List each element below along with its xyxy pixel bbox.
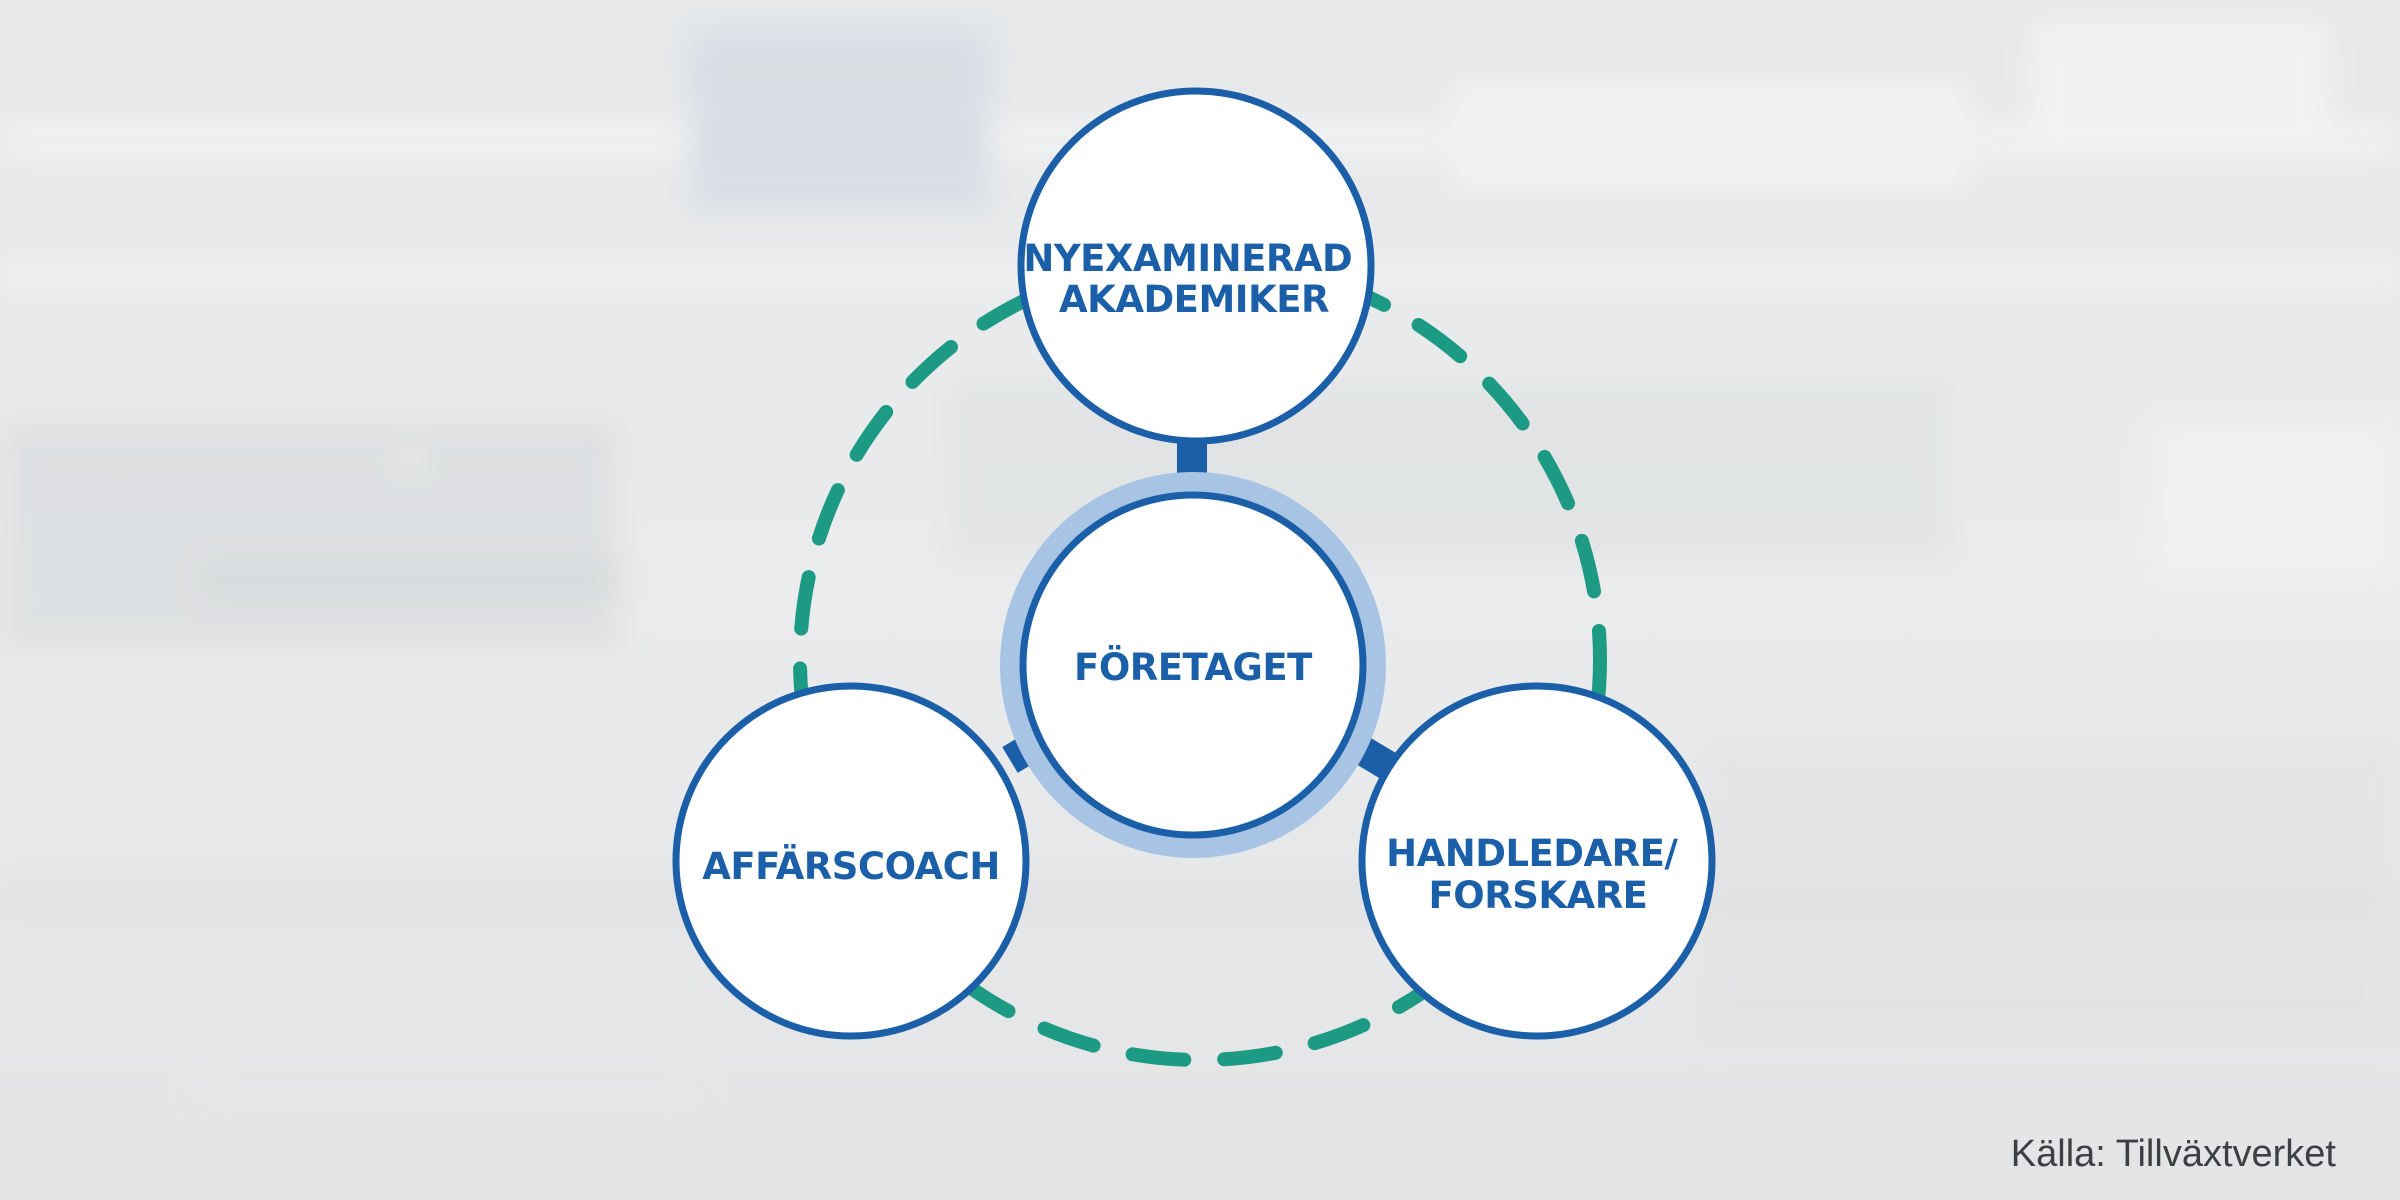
node-label-line: NYEXAMINERAD xyxy=(1023,237,1352,280)
node-circle xyxy=(672,682,1030,1040)
node-label: HANDLEDARE/ FORSKARE xyxy=(1386,832,1690,917)
source-caption: Källa: Tillväxtverket xyxy=(2010,1133,2336,1175)
node-nyexaminerad-akademiker: NYEXAMINERAD AKADEMIKER xyxy=(1017,87,1375,445)
node-handledare-forskare: HANDLEDARE/ FORSKARE xyxy=(1358,682,1716,1040)
node-label-line: FÖRETAGET xyxy=(1074,645,1313,689)
node-label-line: AKADEMIKER xyxy=(1059,278,1329,321)
node-label-line: HANDLEDARE/ xyxy=(1386,832,1678,875)
node-label: AFFÄRSCOACH xyxy=(702,844,1000,888)
node-affarscoach: AFFÄRSCOACH xyxy=(672,682,1030,1040)
node-circle xyxy=(1358,682,1716,1040)
node-circle xyxy=(1019,491,1367,839)
node-circle xyxy=(1017,87,1375,445)
node-label-line: FORSKARE xyxy=(1429,874,1648,917)
node-foretaget: FÖRETAGET xyxy=(1019,491,1367,839)
node-label-line: AFFÄRSCOACH xyxy=(702,844,1000,888)
node-label: FÖRETAGET xyxy=(1074,645,1313,689)
node-label: NYEXAMINERAD AKADEMIKER xyxy=(1023,237,1364,321)
